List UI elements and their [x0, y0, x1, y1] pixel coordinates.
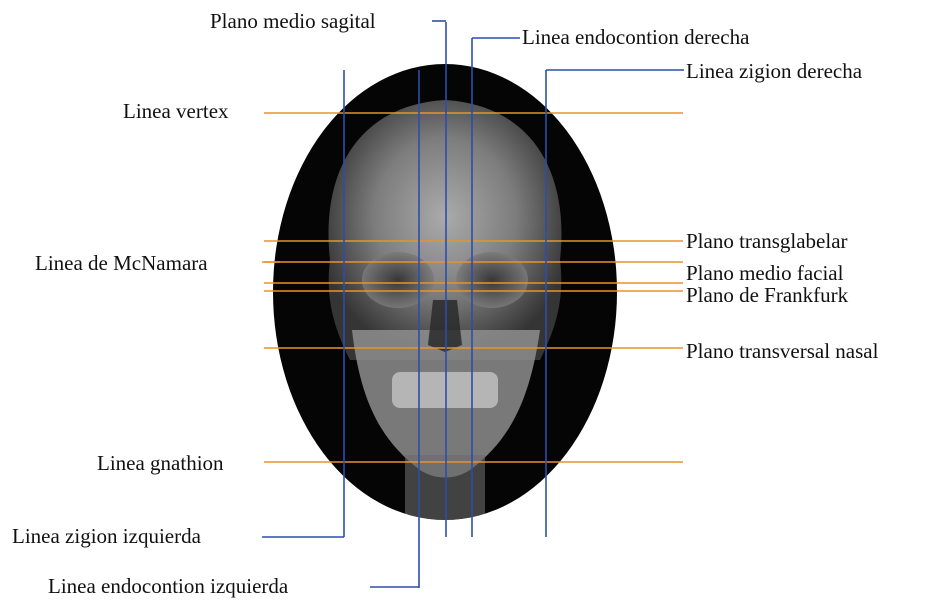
- label-plano-frankfurk: Plano de Frankfurk: [686, 283, 849, 307]
- label-linea-zigion-izquierda: Linea zigion izquierda: [12, 524, 202, 548]
- label-linea-endocontion-derecha: Linea endocontion derecha: [522, 25, 750, 49]
- label-linea-endocontion-izquierda: Linea endocontion izquierda: [48, 574, 289, 598]
- label-plano-transversal-nasal: Plano transversal nasal: [686, 339, 879, 363]
- skull-xray-image: [273, 64, 617, 525]
- skull-right-orbit: [456, 252, 528, 308]
- label-plano-medio-facial: Plano medio facial: [686, 261, 844, 285]
- skull-spine: [405, 455, 485, 525]
- label-linea-vertex: Linea vertex: [123, 99, 229, 123]
- label-linea-mcnamara: Linea de McNamara: [35, 251, 208, 275]
- label-linea-gnathion: Linea gnathion: [97, 451, 224, 475]
- label-plano-medio-sagital: Plano medio sagital: [210, 9, 376, 33]
- label-plano-transglabelar: Plano transglabelar: [686, 229, 848, 253]
- skull-nasal-cavity: [428, 300, 462, 352]
- skull-left-orbit: [362, 252, 434, 308]
- skull-teeth: [392, 372, 498, 408]
- label-linea-zigion-derecha: Linea zigion derecha: [686, 59, 863, 83]
